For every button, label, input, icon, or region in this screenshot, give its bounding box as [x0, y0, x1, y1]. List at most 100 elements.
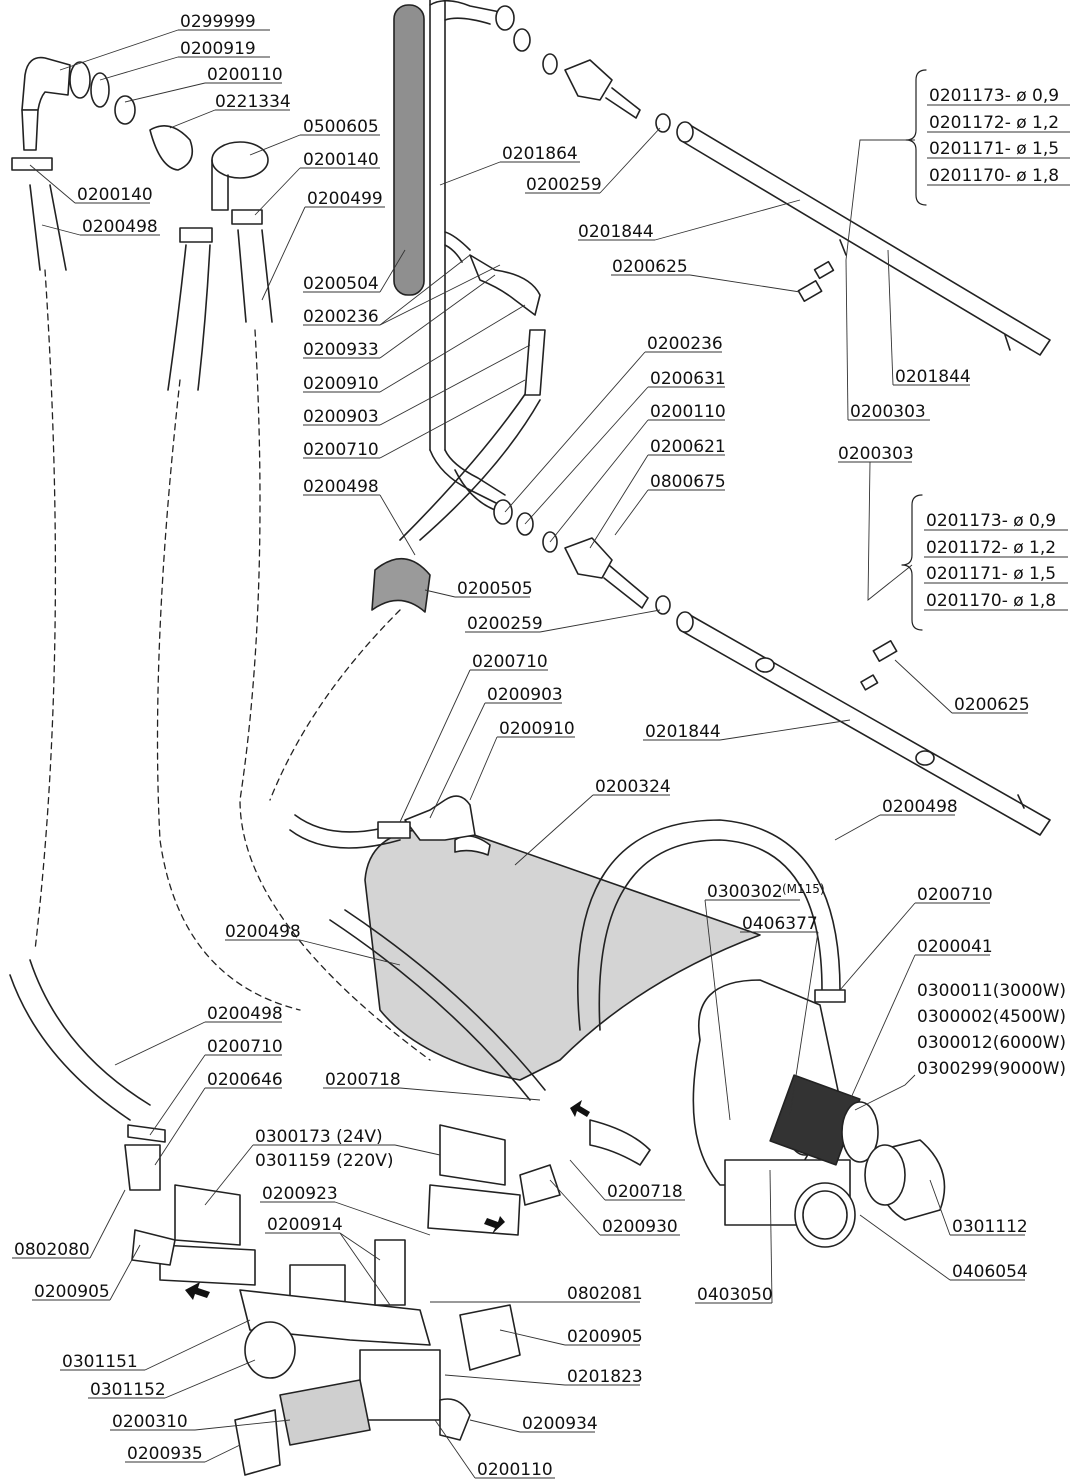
- part-label: 0200324: [595, 777, 671, 797]
- part-label: 0200935: [127, 1444, 203, 1464]
- part-label: 0200498: [882, 797, 958, 817]
- part-label: 0200303: [838, 444, 914, 464]
- part-label: 0200905: [34, 1282, 110, 1302]
- leader-lines: [12, 29, 1070, 1479]
- nozzle-bracket-lower: [901, 494, 923, 631]
- part-label: 0200621: [650, 437, 726, 457]
- part-label: 0800675: [650, 472, 726, 492]
- part-label: 0200710: [303, 440, 379, 460]
- gasket: [794, 1182, 856, 1248]
- part-label: 0200110: [207, 65, 283, 85]
- rod-part: [393, 4, 425, 296]
- part-label: 0406377: [742, 914, 818, 934]
- heater-label: 0300002(4500W): [917, 1007, 1066, 1027]
- part-label: 0200303: [850, 402, 926, 422]
- heater-cover: [864, 1139, 946, 1221]
- part-label: 0200310: [112, 1412, 188, 1432]
- part-label: 0201844: [645, 722, 721, 742]
- part-label: 0200919: [180, 39, 256, 59]
- part-label: 0200710: [207, 1037, 283, 1057]
- part-label: 0200933: [303, 340, 379, 360]
- part-label: 0200903: [303, 407, 379, 427]
- manifold: [234, 1239, 521, 1476]
- arched-hose: [576, 819, 846, 1031]
- part-label: 0200914: [267, 1215, 343, 1235]
- part-label: 0200259: [467, 614, 543, 634]
- part-label: 0200625: [954, 695, 1030, 715]
- part-label: 0200505: [457, 579, 533, 599]
- part-label: 0299999: [180, 12, 256, 32]
- part-label: 0200631: [650, 369, 726, 389]
- diagonal-hose: [329, 909, 546, 1101]
- part-label: 0300302: [707, 882, 783, 902]
- boiler-tank: [364, 827, 761, 1081]
- part-label: 0200140: [303, 150, 379, 170]
- part-label: 0221334: [215, 92, 291, 112]
- inlet-hose: [9, 959, 166, 1143]
- nozzle-size-label: 0201170- ø 1,8: [929, 166, 1059, 186]
- part-label: 0200923: [262, 1184, 338, 1204]
- part-label: 0200903: [487, 685, 563, 705]
- part-label: 0200910: [499, 719, 575, 739]
- flow-arrows: [185, 1100, 590, 1300]
- lower-nozzle-bar: [655, 595, 1051, 836]
- part-label: 0200499: [307, 189, 383, 209]
- part-label: 0200041: [917, 937, 993, 957]
- part-label: 0802081: [567, 1284, 643, 1304]
- part-label: 0201844: [895, 367, 971, 387]
- elbow-assembly: [11, 56, 194, 171]
- part-label: 0200625: [612, 257, 688, 277]
- part-label: 0200110: [650, 402, 726, 422]
- upper-fittings: [495, 5, 641, 119]
- part-label: 0200140: [77, 185, 153, 205]
- part-label: 0200498: [207, 1004, 283, 1024]
- part-label: (M115): [782, 882, 825, 896]
- part-label: 0200710: [917, 885, 993, 905]
- part-label: 0200110: [477, 1460, 553, 1480]
- valve-label: 0300173 (24V): [255, 1127, 383, 1147]
- nozzle-size-label: 0201172- ø 1,2: [926, 538, 1056, 558]
- part-label: 0200498: [225, 922, 301, 942]
- part-label: 0200259: [526, 175, 602, 195]
- nozzle-size-label: 0201172- ø 1,2: [929, 113, 1059, 133]
- part-label: 0200646: [207, 1070, 283, 1090]
- nozzle-bracket-upper: [905, 69, 927, 206]
- part-label: 0200930: [602, 1217, 678, 1237]
- part-label: 0200498: [303, 477, 379, 497]
- dashed-hose-routes: [34, 269, 431, 1061]
- vertical-tube: [429, 0, 506, 506]
- part-label: 0301152: [90, 1380, 166, 1400]
- part-label: 0301151: [62, 1352, 138, 1372]
- sleeve-hose: [371, 329, 546, 613]
- tank-hose: [289, 795, 476, 849]
- nozzle-size-label: 0201173- ø 0,9: [929, 86, 1059, 106]
- solenoid-valve-left: [124, 1144, 256, 1286]
- left-hoses: [29, 184, 273, 391]
- part-label: 0301112: [952, 1217, 1028, 1237]
- vent-valve: [179, 141, 269, 243]
- part-label: 0201844: [578, 222, 654, 242]
- heater-label: 0300011(3000W): [917, 981, 1066, 1001]
- nozzle-size-label: 0201173- ø 0,9: [926, 511, 1056, 531]
- part-label: 0200236: [303, 307, 379, 327]
- part-label: 0200498: [82, 217, 158, 237]
- nozzle-size-label: 0201170- ø 1,8: [926, 591, 1056, 611]
- nozzle-size-label: 0201171- ø 1,5: [926, 564, 1056, 584]
- part-label: 0500605: [303, 117, 379, 137]
- upper-nozzle: [797, 260, 835, 302]
- part-label: 0200710: [472, 652, 548, 672]
- part-label: 0200718: [607, 1182, 683, 1202]
- part-label: 0201823: [567, 1367, 643, 1387]
- part-label: 0406054: [952, 1262, 1028, 1282]
- middle-tube: [454, 469, 496, 511]
- upper-branch-tube: [444, 231, 471, 263]
- heater-label: 0300012(6000W): [917, 1033, 1066, 1053]
- part-label: 0200718: [325, 1070, 401, 1090]
- lower-fittings: [493, 499, 649, 609]
- part-label: 0802080: [14, 1240, 90, 1260]
- part-label: 0200236: [647, 334, 723, 354]
- part-label: 0200905: [567, 1327, 643, 1347]
- heater-label: 0300299(9000W): [917, 1059, 1066, 1079]
